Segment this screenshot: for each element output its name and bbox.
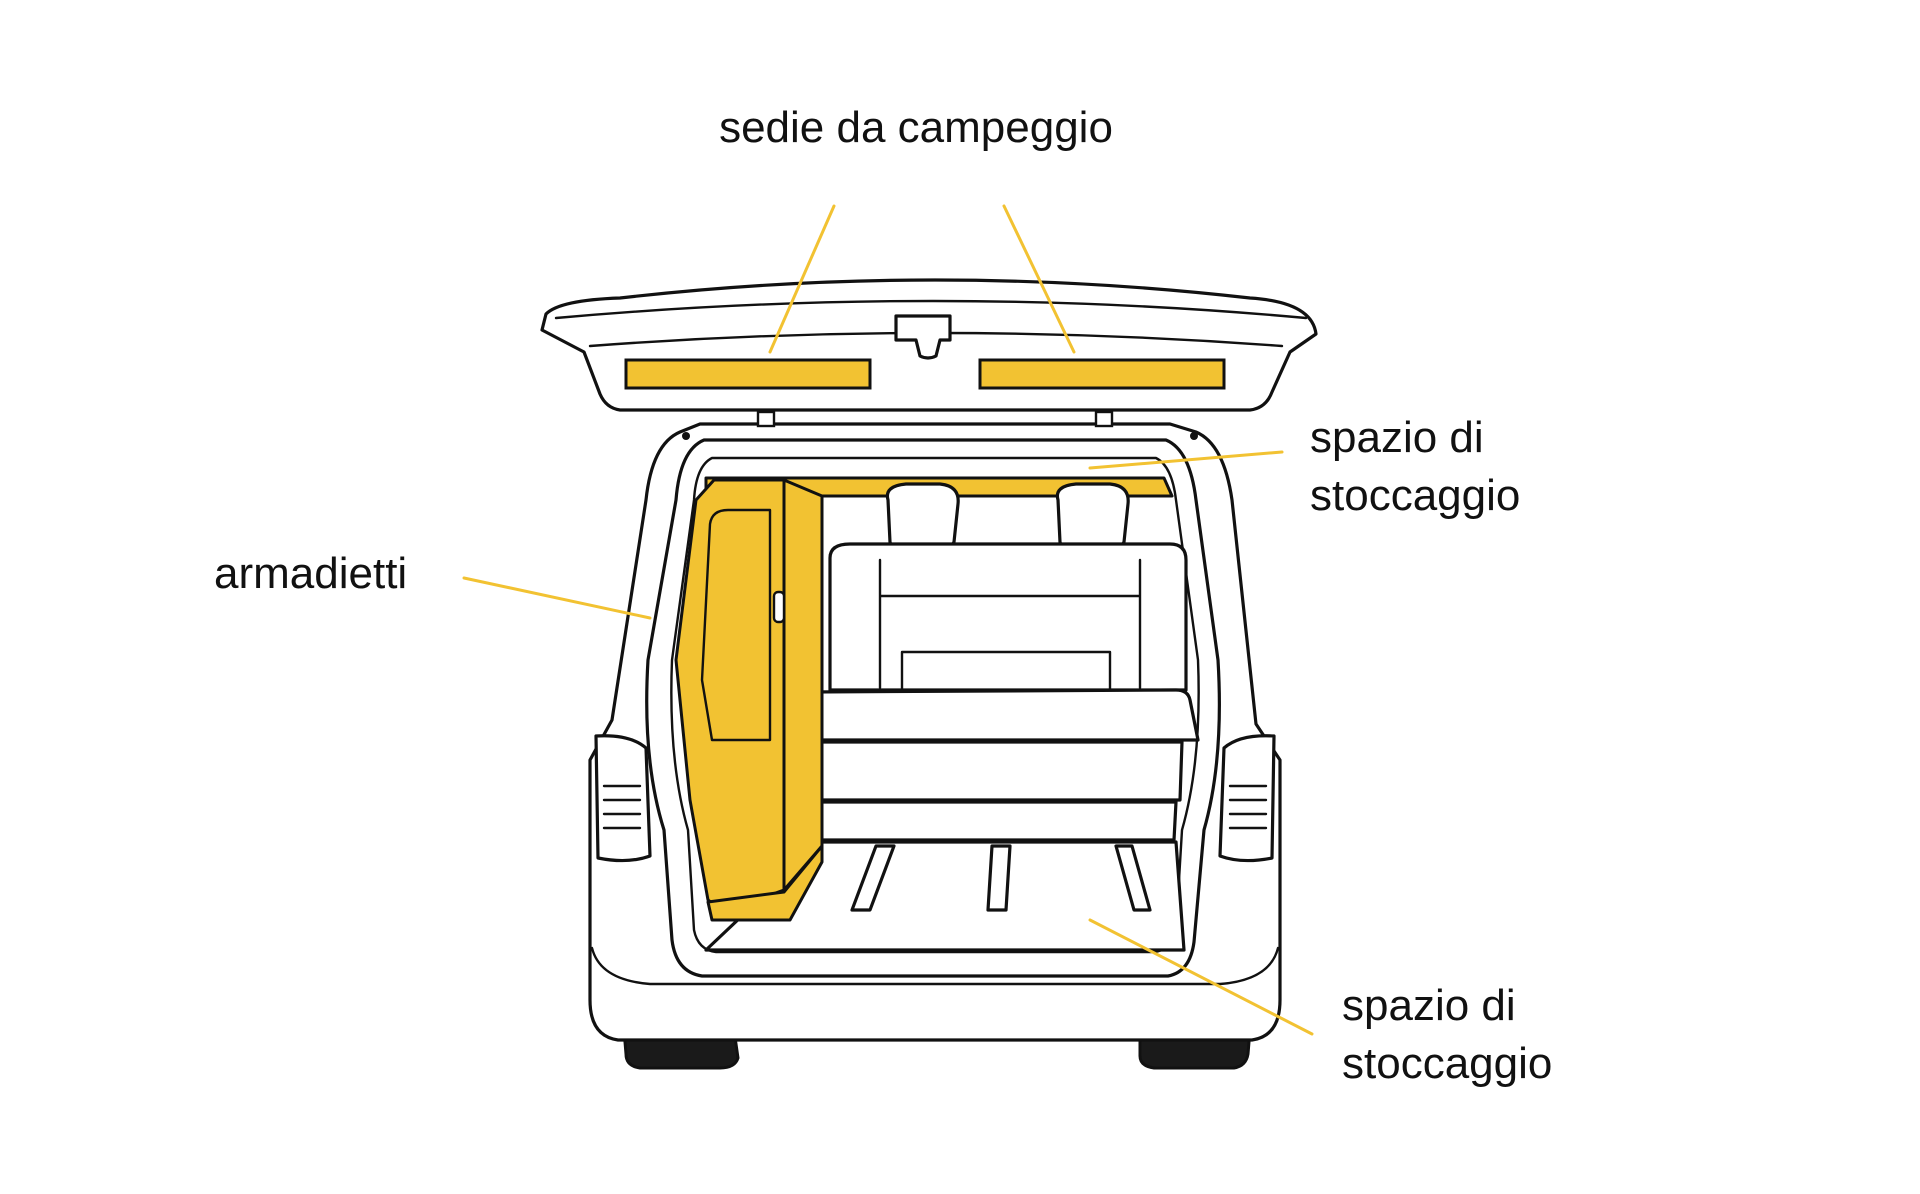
seat-front: [784, 740, 1184, 802]
van-illustration: [540, 278, 1318, 1070]
under-seat-base: [788, 800, 1178, 842]
label-storage-bottom-line1: spazio di: [1342, 981, 1516, 1030]
tailgate-top-edge: [554, 299, 1308, 320]
label-storage-top-line1: spazio di: [1310, 413, 1484, 462]
right-tail-light: [1218, 734, 1276, 863]
cabinet-door: [700, 508, 772, 742]
camping-chair-left: [624, 358, 872, 390]
leader-cabinets: [462, 576, 652, 620]
headrests: [885, 482, 1130, 552]
hinge-right: [1094, 410, 1114, 428]
label-cabinets: armadietti: [214, 549, 407, 598]
label-camping-chairs: sedie da campeggio: [719, 103, 1113, 152]
leader-lines: [462, 204, 1314, 1036]
cabinet-side-panel: [782, 478, 824, 892]
bumper-line: [590, 946, 1280, 986]
leader-floor-storage: [1088, 918, 1314, 1036]
body-bolt-right: [1190, 432, 1198, 440]
label-storage-top-line2: stoccaggio: [1310, 471, 1520, 520]
seat-backrest: [828, 542, 1188, 692]
leader-chair-left: [768, 204, 836, 354]
leader-chair-right: [1002, 204, 1076, 354]
leader-roof-storage: [1088, 450, 1284, 470]
hinge-left: [756, 410, 776, 428]
backrest-seams: [878, 558, 1142, 690]
cabinet-handle: [772, 590, 786, 624]
seat-cushion: [788, 688, 1200, 742]
cabinet-plinth: [706, 844, 824, 922]
floor-rails: [850, 844, 1152, 912]
camping-chair-right: [978, 358, 1226, 390]
body-bolt-left: [682, 432, 690, 440]
backrest-panel: [900, 650, 1112, 692]
label-storage-bottom-line2: stoccaggio: [1342, 1039, 1552, 1088]
left-tail-light: [594, 734, 652, 863]
tailgate-latch: [894, 314, 952, 360]
